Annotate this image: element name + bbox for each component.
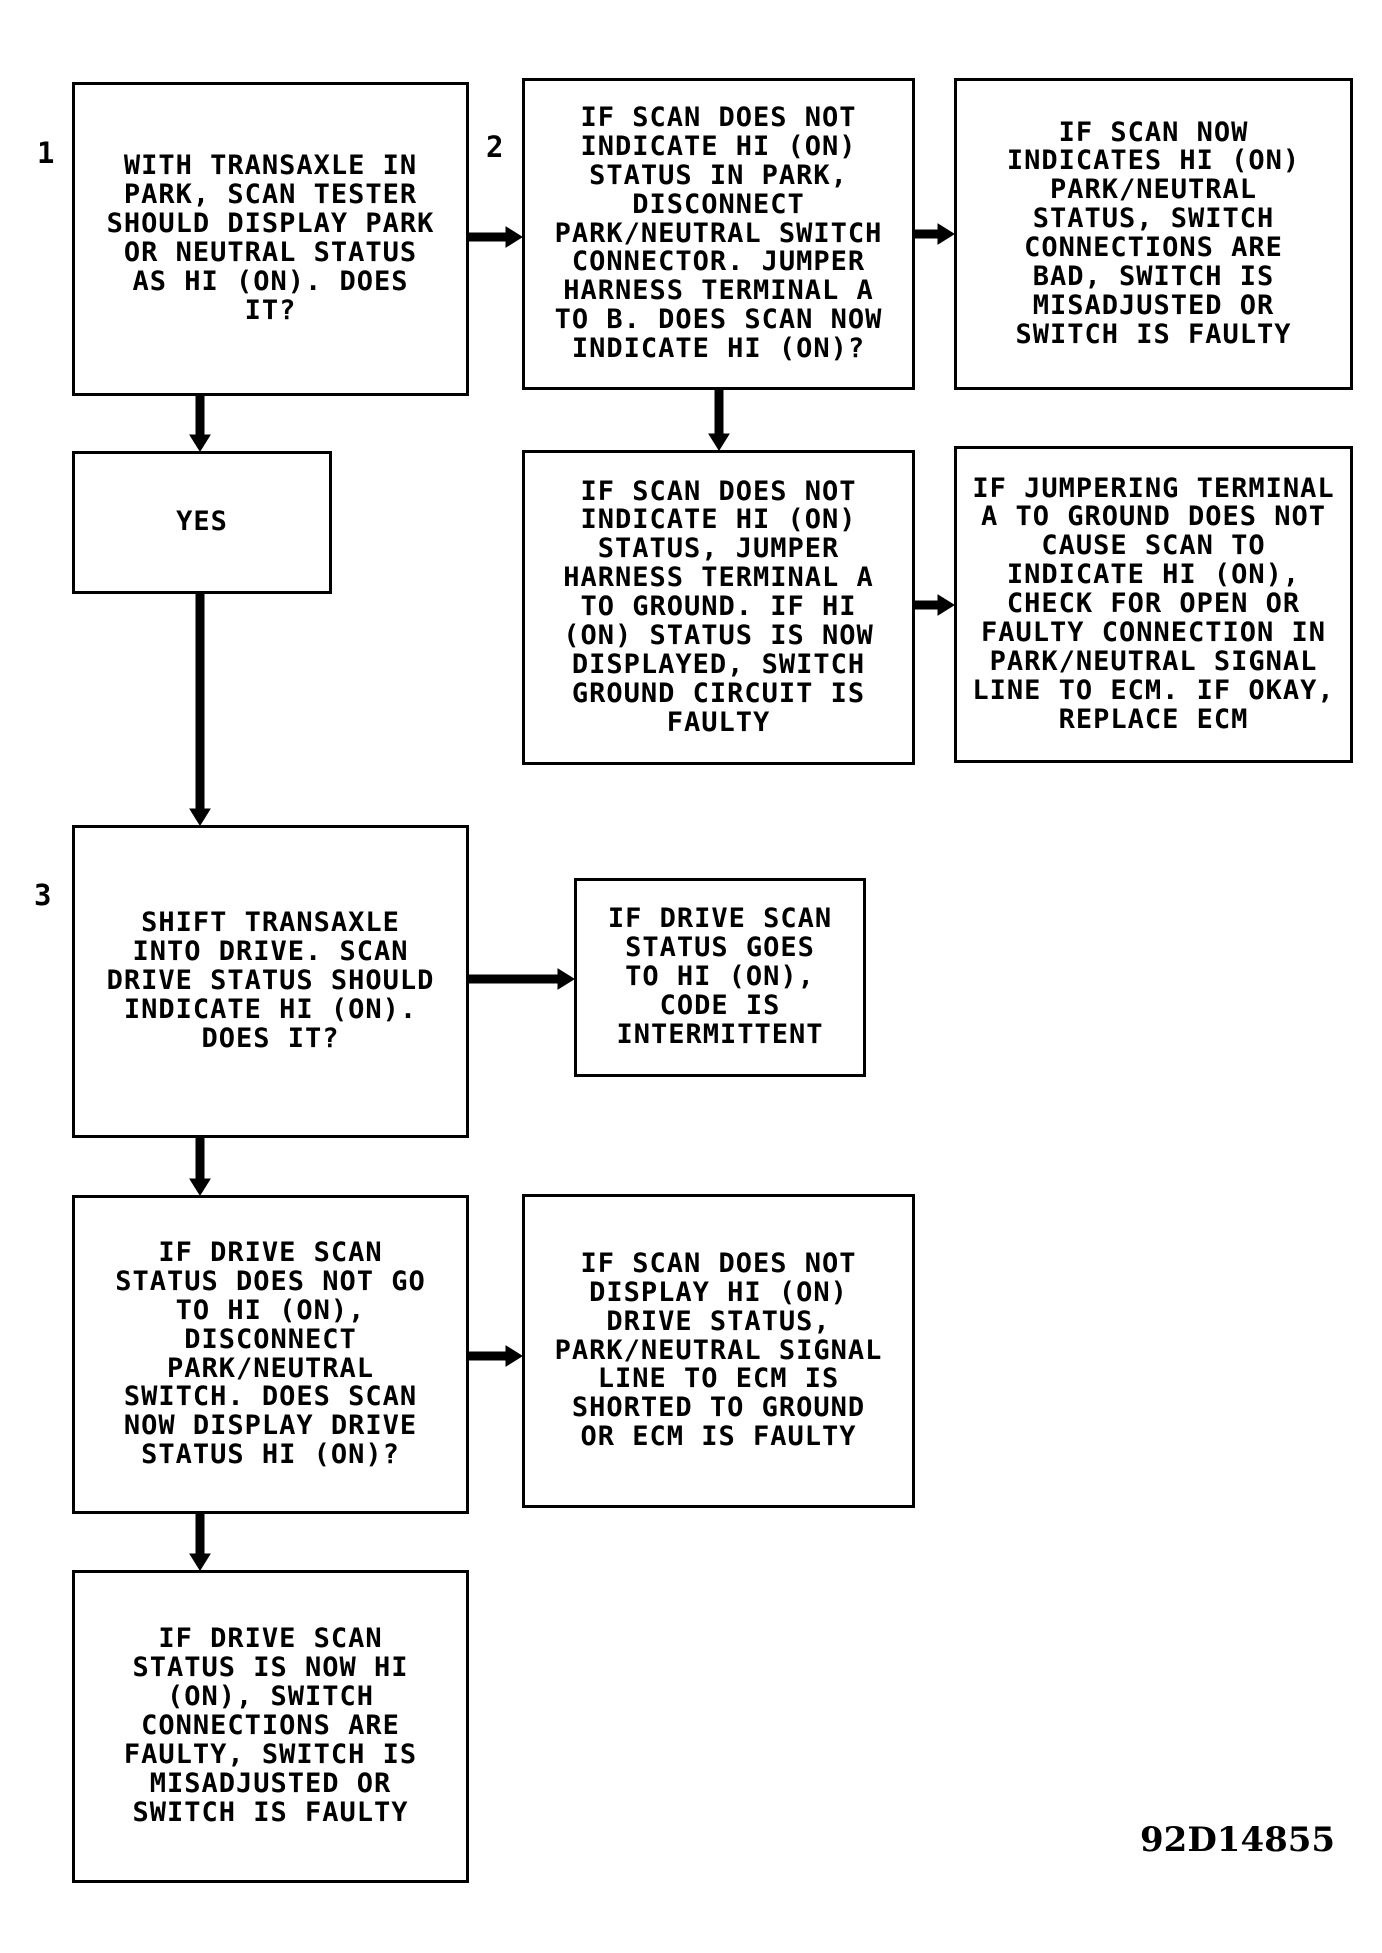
- switch-bad-park-box: IF SCAN NOW INDICATES HI (ON) PARK/NEUTR…: [954, 78, 1353, 390]
- arrowhead-park-to-jumper-ab: [505, 226, 523, 248]
- step-number-1: 1: [37, 136, 55, 170]
- arrowhead-jumper-ab-to-switch-bad: [937, 223, 955, 245]
- disconnect-switch-text: IF DRIVE SCAN STATUS DOES NOT GO TO HI (…: [115, 1237, 426, 1471]
- yes-box: YES: [72, 451, 332, 594]
- arrowhead-yes-to-shift-drive: [189, 808, 211, 826]
- figure-id: 92D14855: [1140, 1820, 1336, 1860]
- switch-bad-park-text: IF SCAN NOW INDICATES HI (ON) PARK/NEUTR…: [1006, 116, 1301, 350]
- arrowhead-drive-to-intermittent: [557, 968, 575, 990]
- jumper-a-to-ground-box: IF SCAN DOES NOT INDICATE HI (ON) STATUS…: [522, 450, 915, 765]
- arrowhead-drive-to-disconnect: [189, 1178, 211, 1196]
- intermittent-code-text: IF DRIVE SCAN STATUS GOES TO HI (ON), CO…: [607, 903, 833, 1050]
- intermittent-code-box: IF DRIVE SCAN STATUS GOES TO HI (ON), CO…: [574, 878, 866, 1077]
- signal-line-shorted-box: IF SCAN DOES NOT DISPLAY HI (ON) DRIVE S…: [522, 1194, 915, 1508]
- arrowhead-ground-to-replace-ecm: [937, 594, 955, 616]
- shift-into-drive-text: SHIFT TRANSAXLE INTO DRIVE. SCAN DRIVE S…: [106, 907, 435, 1054]
- replace-ecm-box: IF JUMPERING TERMINAL A TO GROUND DOES N…: [954, 446, 1353, 763]
- park-status-check-text: WITH TRANSAXLE IN PARK, SCAN TESTER SHOU…: [106, 150, 435, 326]
- arrowhead-disconnect-to-shorted: [505, 1345, 523, 1367]
- jumper-a-to-b-box: IF SCAN DOES NOT INDICATE HI (ON) STATUS…: [522, 78, 915, 390]
- switch-faulty-drive-text: IF DRIVE SCAN STATUS IS NOW HI (ON), SWI…: [123, 1623, 418, 1828]
- jumper-a-to-b-text: IF SCAN DOES NOT INDICATE HI (ON) STATUS…: [554, 102, 883, 365]
- park-status-check-box: WITH TRANSAXLE IN PARK, SCAN TESTER SHOU…: [72, 82, 469, 396]
- shift-into-drive-box: SHIFT TRANSAXLE INTO DRIVE. SCAN DRIVE S…: [72, 825, 469, 1138]
- switch-faulty-drive-box: IF DRIVE SCAN STATUS IS NOW HI (ON), SWI…: [72, 1570, 469, 1883]
- signal-line-shorted-text: IF SCAN DOES NOT DISPLAY HI (ON) DRIVE S…: [554, 1247, 883, 1453]
- jumper-a-to-ground-text: IF SCAN DOES NOT INDICATE HI (ON) STATUS…: [563, 475, 874, 738]
- step-number-3: 3: [34, 878, 52, 912]
- disconnect-switch-box: IF DRIVE SCAN STATUS DOES NOT GO TO HI (…: [72, 1195, 469, 1514]
- replace-ecm-text: IF JUMPERING TERMINAL A TO GROUND DOES N…: [972, 472, 1335, 735]
- arrowhead-jumper-ab-to-ground: [708, 433, 730, 451]
- yes-text: YES: [176, 506, 228, 538]
- step-number-2: 2: [486, 130, 504, 164]
- arrowhead-disconnect-to-switch-faulty: [189, 1553, 211, 1571]
- arrowhead-park-to-yes: [189, 434, 211, 452]
